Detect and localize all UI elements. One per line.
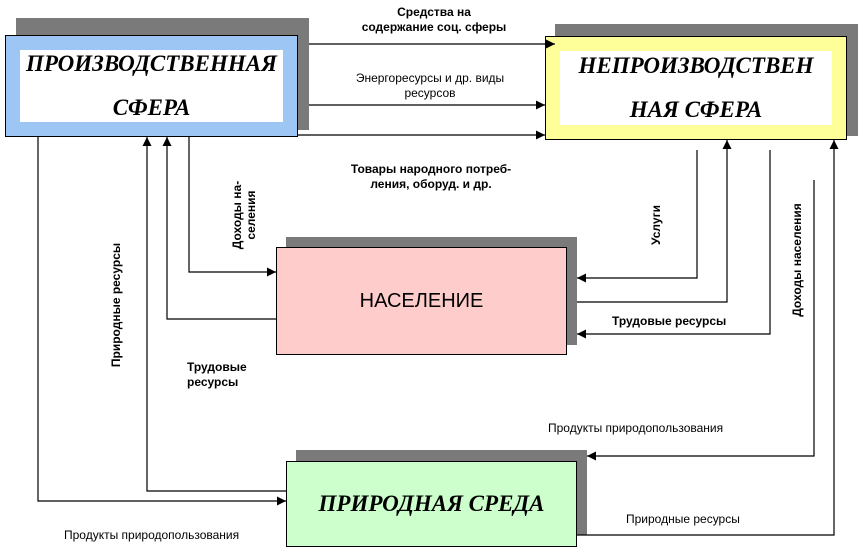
arrow-income-right (577, 150, 771, 339)
label-natural-resources-left: Природные ресурсы (109, 242, 123, 368)
label-income-left: Доходы на- селения (230, 180, 258, 250)
arrow-nature-products-left (37, 137, 286, 506)
label-nature-products-right: Продукты природопользования (548, 421, 724, 435)
label-nature-products-bottom: Продукты природопользования (64, 528, 240, 542)
arrow-natural-resources-left (142, 137, 286, 492)
arrow-nature-products-right (587, 180, 815, 461)
production-sphere-title: ПРОИЗВОДСТВЕННАЯ СФЕРА (26, 51, 277, 120)
label-funds-social: Средства на содержание соц. сферы (361, 5, 507, 34)
label-goods: Товары народного потреб- ления, оборуд. … (350, 162, 512, 191)
nature-box: ПРИРОДНАЯ СРЕДА (286, 461, 577, 547)
label-labor-left: Трудовые ресурсы (187, 360, 247, 389)
label-services: Услуги (649, 205, 663, 245)
nature-title: ПРИРОДНАЯ СРЕДА (318, 491, 545, 516)
arrow-natural-resources-right (577, 140, 839, 536)
arrow-labor-left (162, 137, 276, 320)
nonproduction-sphere-box: НЕПРОИЗВОДСТВЕН НАЯ СФЕРА (545, 36, 847, 140)
arrow-income-left (188, 137, 276, 277)
arrow-labor-right (577, 140, 732, 303)
nonproduction-sphere-title: НЕПРОИЗВОДСТВЕН НАЯ СФЕРА (578, 53, 814, 122)
label-labor-right: Трудовые ресурсы (612, 314, 727, 328)
production-sphere-box: ПРОИЗВОДСТВЕННАЯ СФЕРА (5, 35, 298, 137)
label-energy: Энергоресурсы и др. виды ресурсов (355, 71, 505, 100)
label-income-right: Доходы населения (790, 203, 804, 317)
population-box: НАСЕЛЕНИЕ (276, 247, 567, 355)
arrow-services (577, 150, 698, 283)
population-title: НАСЕЛЕНИЕ (359, 289, 484, 312)
label-natural-resources-right: Природные ресурсы (626, 512, 740, 526)
